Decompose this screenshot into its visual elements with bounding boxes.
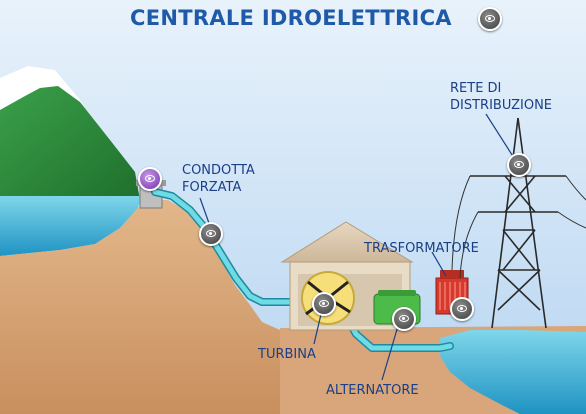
label-rete: RETE DI DISTRIBUZIONE	[450, 80, 552, 114]
hotspot-dam-button[interactable]	[138, 167, 162, 191]
hotspot-rete-button[interactable]	[507, 153, 531, 177]
alternator-top	[378, 290, 416, 296]
penstock-inner	[152, 189, 303, 305]
page-title: CENTRALE IDROELETTRICA	[130, 6, 452, 30]
transformer-fins	[439, 282, 466, 310]
label-rete-line1: RETE DI	[450, 81, 502, 96]
label-condotta-line1: CONDOTTA	[182, 163, 255, 178]
eye-icon	[485, 15, 495, 22]
lower-lake	[440, 330, 586, 414]
eye-icon	[206, 230, 216, 237]
hotspot-condotta-button[interactable]	[199, 222, 223, 246]
hotspot-alternatore-button[interactable]	[392, 307, 416, 331]
label-alternatore: ALTERNATORE	[326, 383, 419, 398]
hotspot-title-button[interactable]	[478, 7, 502, 31]
eye-icon	[319, 300, 329, 307]
label-condotta-line2: FORZATA	[182, 180, 242, 195]
label-condotta: CONDOTTA FORZATA	[182, 162, 255, 196]
power-lines	[451, 175, 586, 279]
eye-icon	[145, 175, 155, 182]
label-rete-line2: DISTRIBUZIONE	[450, 98, 553, 113]
label-trasformatore: TRASFORMATORE	[364, 241, 479, 256]
eye-icon	[399, 315, 409, 322]
hotspot-trasformatore-button[interactable]	[450, 297, 474, 321]
hotspot-turbina-button[interactable]	[312, 292, 336, 316]
turbine-blades	[305, 280, 351, 316]
upper-reservoir	[0, 196, 142, 256]
eye-icon	[514, 161, 524, 168]
mountain-grass	[0, 86, 140, 200]
transformer-bushings	[440, 270, 464, 278]
label-turbina: TURBINA	[258, 347, 316, 362]
eye-icon	[457, 305, 467, 312]
